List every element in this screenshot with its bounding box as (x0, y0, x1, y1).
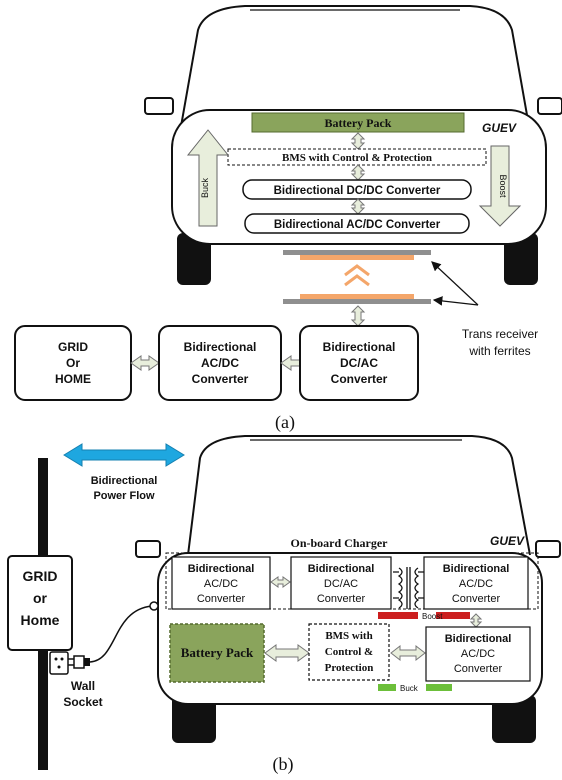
car-b-mirror-right (535, 540, 561, 558)
acdc1-line2: AC/DC (204, 578, 238, 590)
grid-a-line1: GRID (58, 340, 88, 354)
bms-b-line1: BMS with (325, 630, 372, 642)
boost-bar-right (436, 612, 470, 619)
wall-socket-icon (49, 651, 69, 675)
car-b-wheel-right (492, 695, 536, 743)
buck-label-b: Buck (400, 684, 419, 693)
dcdc-label-a: Bidirectional DC/DC Converter (274, 185, 441, 197)
dcac-block-b (290, 556, 392, 610)
buck-arrow-a (186, 129, 230, 227)
boost-arrow-a (478, 145, 522, 227)
coil-top-orange (300, 255, 414, 260)
car-a-mirror-left (144, 97, 174, 115)
caption-a: (a) (275, 412, 295, 433)
bms-box-a (227, 148, 487, 166)
power-flow-line2: Power Flow (93, 490, 155, 502)
power-flow-line1: Bidirectional (91, 475, 158, 487)
boost-bar-left (378, 612, 418, 619)
acdc2-line3: Converter (452, 593, 501, 605)
plug-icon (68, 655, 90, 669)
onboard-charger-outline (165, 552, 539, 610)
coil-top-gray (283, 250, 431, 255)
guev-label-b: GUEV (490, 534, 525, 548)
acdc-block-a-line3: Converter (192, 372, 249, 386)
bms-label-a: BMS with Control & Protection (282, 152, 432, 164)
car-a-wheel-right (504, 233, 538, 285)
acdc3-line1: Bidirectional (445, 633, 512, 645)
bms-b-line2: Control & (325, 646, 373, 658)
double-arrow-a4 (350, 305, 366, 327)
power-flow-arrow (63, 443, 185, 467)
acdc3-line2: AC/DC (461, 648, 495, 660)
acdc-box-a (244, 213, 470, 234)
trans-receiver-line2: with ferrites (468, 344, 530, 358)
battery-pack-b-label: Battery Pack (181, 645, 254, 660)
car-a-mirror-right (537, 97, 562, 115)
acdc2-line2: AC/DC (459, 578, 493, 590)
part-b: Bidirectional Power Flow GRID or Home Wa… (7, 435, 561, 775)
wall-socket-line1: Wall (71, 679, 95, 693)
battery-pack-b (169, 623, 265, 683)
h-double-arrow-b1 (270, 576, 291, 588)
pointer-line-top (431, 261, 479, 306)
acdc-block-a-line2: AC/DC (201, 356, 239, 370)
onboard-charger-label: On-board Charger (291, 536, 389, 550)
part-a: GUEV Battery Pack BMS with Control & Pro… (14, 5, 562, 433)
h-double-arrow-a1 (130, 355, 160, 371)
bms-box-b (308, 623, 390, 681)
car-a-roof (179, 5, 531, 133)
grid-a-line2: Or (66, 356, 80, 370)
buck-bar-left (378, 684, 396, 691)
transformer-icon (393, 567, 424, 609)
pointer-line-bottom (432, 296, 479, 306)
grid-a-line3: HOME (55, 372, 91, 386)
acdc3-block-b (425, 626, 531, 682)
caption-b: (b) (273, 754, 294, 775)
grid-b-line1: GRID (23, 568, 58, 584)
boost-label-a: Boost (498, 174, 508, 198)
dcac-line3: Converter (317, 593, 366, 605)
grid-b-line3: Home (21, 612, 60, 628)
grid-b-line2: or (33, 590, 48, 606)
acdc2-line1: Bidirectional (443, 563, 510, 575)
charge-port (149, 601, 159, 611)
coil-bottom-gray (283, 299, 431, 304)
battery-pack-a-label: Battery Pack (325, 116, 392, 130)
boost-label-b: Boost (422, 612, 443, 621)
car-b-mirror-left (135, 540, 161, 558)
car-b-roof (187, 435, 531, 556)
dcac-block-a-line3: Converter (331, 372, 388, 386)
acdc1-line3: Converter (197, 593, 246, 605)
coil-bottom-orange (300, 294, 414, 299)
bms-b-line3: Protection (325, 662, 374, 674)
acdc1-block-b (171, 556, 271, 610)
dcac-block-a (299, 325, 419, 401)
guev-label-a: GUEV (482, 121, 517, 135)
acdc-label-a: Bidirectional AC/DC Converter (274, 219, 441, 231)
wireless-chevrons (344, 264, 370, 287)
dcac-block-a-line2: DC/AC (340, 356, 378, 370)
dcac-line1: Bidirectional (308, 563, 375, 575)
car-b-wheel-left (172, 695, 216, 743)
buck-label-a: Buck (200, 177, 210, 198)
dcdc-box-a (242, 179, 472, 200)
car-a-wheel-left (177, 233, 211, 285)
dcac-block-a-line1: Bidirectional (323, 340, 396, 354)
wall-socket-line2: Socket (63, 695, 102, 709)
buck-bar-right (426, 684, 452, 691)
charging-cable (89, 605, 153, 663)
acdc2-block-b (423, 556, 529, 610)
trans-receiver-line1: Trans receiver (462, 327, 538, 341)
dcac-line2: DC/AC (324, 578, 358, 590)
acdc1-line1: Bidirectional (188, 563, 255, 575)
acdc-block-a-line1: Bidirectional (184, 340, 257, 354)
battery-pack-a (251, 112, 465, 133)
acdc3-line3: Converter (454, 663, 503, 675)
h-double-arrow-b3 (390, 644, 426, 662)
grid-home-box-b (7, 555, 73, 651)
